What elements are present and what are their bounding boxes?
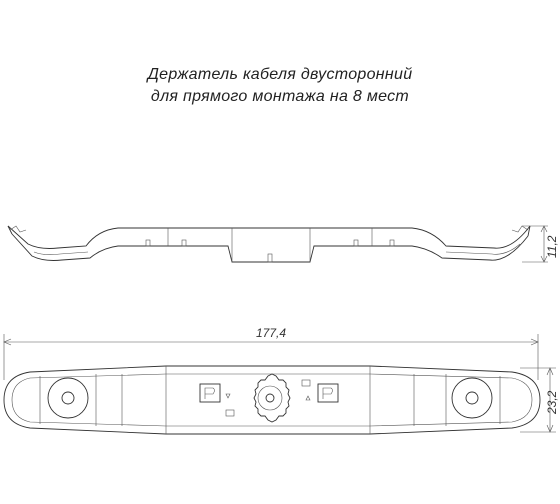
left-mounting-hole — [61, 391, 75, 405]
left-logo — [199, 383, 221, 403]
right-mounting-boss — [451, 377, 493, 419]
right-slot — [301, 379, 311, 387]
width-dimension-label: 23,2 — [545, 390, 559, 415]
right-logo — [317, 383, 339, 403]
right-mark — [305, 395, 311, 401]
center-gear — [253, 373, 291, 423]
height-dimension-label: 11,2 — [545, 235, 559, 258]
top-view: 177,4 23,2 — [3, 326, 559, 435]
drawing-title-line-2: для прямого монтажа на 8 мест — [150, 88, 410, 105]
drawing-title-line-1: Держатель кабеля двусторонний — [147, 66, 413, 83]
left-slot — [225, 409, 235, 417]
side-view: 11,2 — [7, 225, 559, 263]
length-dimension-label: 177,4 — [256, 326, 286, 340]
right-mounting-hole — [465, 391, 479, 405]
left-mounting-boss — [47, 377, 89, 419]
left-mark — [225, 393, 231, 399]
